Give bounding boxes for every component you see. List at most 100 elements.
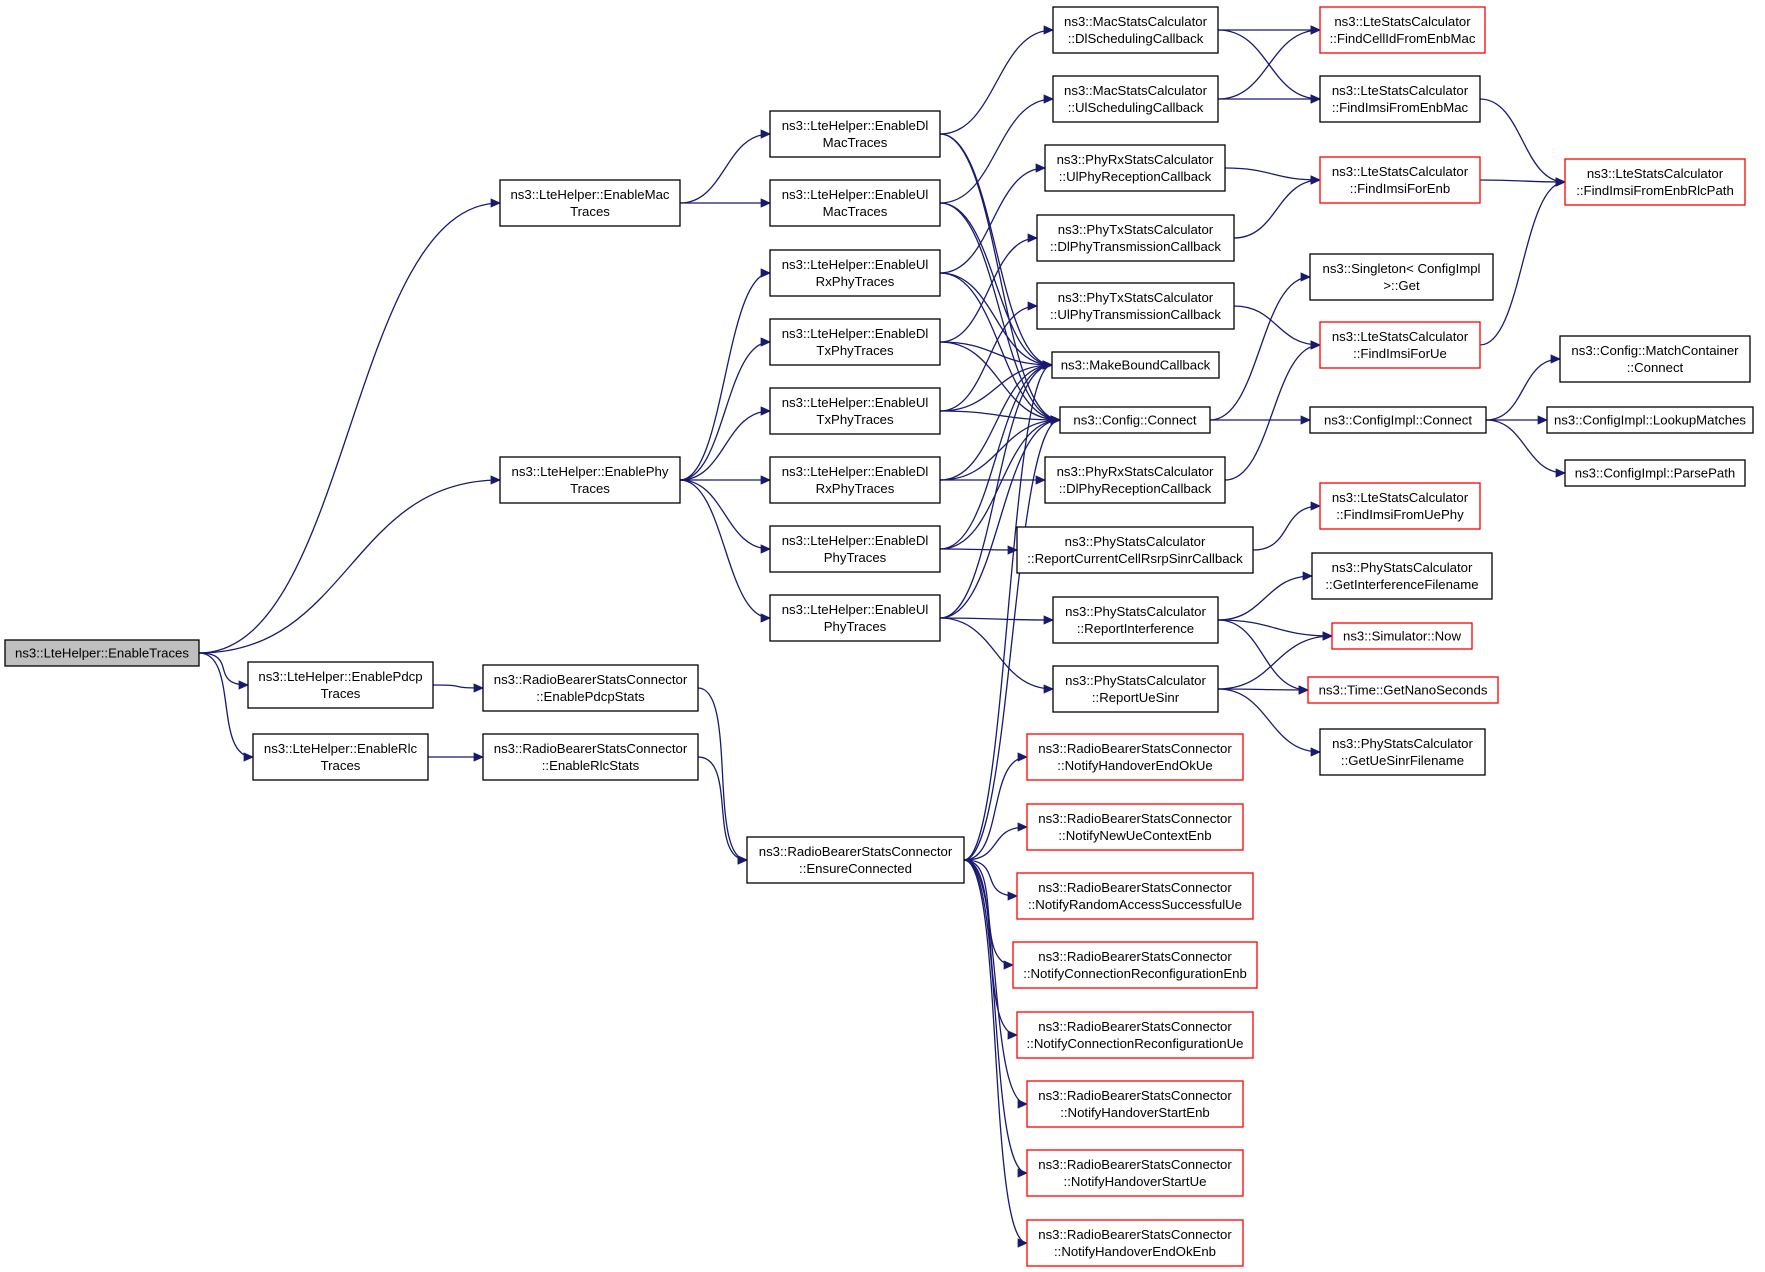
- node-mac-dl-sched-cb[interactable]: ns3::MacStatsCalculator::DlSchedulingCal…: [1052, 6, 1219, 54]
- node-config-match-container-connect[interactable]: ns3::Config::MatchContainer::Connect: [1559, 335, 1751, 383]
- node-label-line: ::EnableRlcStats: [542, 758, 640, 773]
- node-phystats-get-interference-filename[interactable]: ns3::PhyStatsCalculator::GetInterference…: [1311, 552, 1493, 600]
- node-label-line: TxPhyTraces: [816, 343, 894, 358]
- node-label-line: ns3::Singleton< ConfigImpl: [1323, 261, 1481, 276]
- node-phystats-report-interference[interactable]: ns3::PhyStatsCalculator::ReportInterfere…: [1052, 596, 1219, 644]
- node-label-line: ::FindImsiFromEnbMac: [1332, 100, 1469, 115]
- node-time-get-nanoseconds[interactable]: ns3::Time::GetNanoSeconds: [1307, 676, 1499, 704]
- node-box: [482, 733, 699, 781]
- node-simulator-now[interactable]: ns3::Simulator::Now: [1331, 622, 1473, 650]
- edge-phyrx_ul_reception_cb-to-lte_find_imsi_for_enb: [1224, 167, 1322, 185]
- node-notify-handover-start-enb[interactable]: ns3::RadioBearerStatsConnector::NotifyHa…: [1026, 1080, 1244, 1128]
- node-box: [1564, 459, 1746, 487]
- node-box: [1319, 6, 1486, 54]
- node-lte-find-imsi-for-enb[interactable]: ns3::LteStatsCalculator::FindImsiForEnb: [1319, 156, 1481, 204]
- node-make-bound-callback[interactable]: ns3::MakeBoundCallback: [1051, 351, 1220, 379]
- node-lte-find-cellid-from-enb-mac[interactable]: ns3::LteStatsCalculator::FindCellIdFromE…: [1319, 6, 1486, 54]
- edge-enable_dl_mac_traces-to-config_connect: [939, 133, 1062, 425]
- edge-enable_pdcp_stats-to-ensure_connected: [697, 687, 749, 865]
- node-box: [1319, 321, 1481, 369]
- node-box: [1052, 6, 1219, 54]
- node-box: [769, 110, 941, 158]
- node-enable-traces[interactable]: ns3::LteHelper::EnableTraces: [4, 639, 200, 667]
- node-label-line: ns3::Config::MatchContainer: [1571, 343, 1739, 358]
- edge-enable_dl_tx_phy_traces-to-phytx_dl_transmission_cb: [939, 233, 1039, 343]
- node-notify-handover-end-ok-ue[interactable]: ns3::RadioBearerStatsConnector::NotifyHa…: [1026, 733, 1244, 781]
- node-ensure-connected[interactable]: ns3::RadioBearerStatsConnector::EnsureCo…: [746, 836, 965, 884]
- node-phytx-ul-transmission-cb[interactable]: ns3::PhyTxStatsCalculator::UlPhyTransmis…: [1036, 282, 1235, 330]
- node-phyrx-ul-reception-cb[interactable]: ns3::PhyRxStatsCalculator::UlPhyReceptio…: [1044, 144, 1226, 192]
- node-label-line: ns3::LteHelper::EnablePhy: [512, 464, 669, 479]
- node-label-line: ns3::LteHelper::EnableDl: [782, 326, 929, 341]
- node-label-line: ::ReportUeSinr: [1092, 690, 1180, 705]
- node-notify-handover-start-ue[interactable]: ns3::RadioBearerStatsConnector::NotifyHa…: [1026, 1149, 1244, 1197]
- node-lte-find-imsi-for-ue[interactable]: ns3::LteStatsCalculator::FindImsiForUe: [1319, 321, 1481, 369]
- node-notify-random-access-successful-ue[interactable]: ns3::RadioBearerStatsConnector::NotifyRa…: [1016, 872, 1254, 920]
- node-phystats-get-ue-sinr-filename[interactable]: ns3::PhyStatsCalculator::GetUeSinrFilena…: [1319, 728, 1486, 776]
- node-label-line: ns3::ConfigImpl::ParsePath: [1575, 466, 1736, 481]
- node-phyrx-dl-reception-cb[interactable]: ns3::PhyRxStatsCalculator::DlPhyReceptio…: [1044, 456, 1226, 504]
- edge-enable_ul_tx_phy_traces-to-phytx_ul_transmission_cb: [939, 301, 1039, 412]
- node-enable-pdcp-stats[interactable]: ns3::RadioBearerStatsConnector::EnablePd…: [482, 664, 699, 712]
- edge-enable_mac_traces-to-enable_dl_mac_traces: [679, 129, 772, 204]
- node-phytx-dl-transmission-cb[interactable]: ns3::PhyTxStatsCalculator::DlPhyTransmis…: [1036, 214, 1235, 262]
- node-label-line: ns3::RadioBearerStatsConnector: [759, 844, 953, 859]
- node-phystats-report-ue-sinr[interactable]: ns3::PhyStatsCalculator::ReportUeSinr: [1052, 665, 1219, 713]
- node-label-line: ::NotifyHandoverStartEnb: [1060, 1105, 1210, 1120]
- node-label-line: MacTraces: [823, 135, 888, 150]
- node-label-line: ns3::RadioBearerStatsConnector: [1038, 1157, 1232, 1172]
- node-notify-new-ue-context-enb[interactable]: ns3::RadioBearerStatsConnector::NotifyNe…: [1026, 803, 1244, 851]
- edge-enable_ul_mac_traces-to-mac_ul_sched_cb: [939, 94, 1055, 204]
- edge-phystats_report_interference-to-simulator_now: [1217, 619, 1334, 641]
- node-notify-handover-end-ok-enb[interactable]: ns3::RadioBearerStatsConnector::NotifyHa…: [1026, 1219, 1244, 1267]
- node-singleton-get[interactable]: ns3::Singleton< ConfigImpl >::Get: [1309, 253, 1494, 301]
- edge-ensure_connected-to-notify_random_access_successful_ue: [963, 859, 1019, 901]
- node-configimpl-lookup-matches[interactable]: ns3::ConfigImpl::LookupMatches: [1546, 406, 1754, 434]
- node-lte-find-imsi-from-ue-phy[interactable]: ns3::LteStatsCalculator::FindImsiFromUeP…: [1319, 482, 1481, 530]
- node-label-line: ::GetUeSinrFilename: [1341, 753, 1464, 768]
- edge-configimpl_connect-to-configimpl_parse_path: [1485, 419, 1567, 478]
- node-mac-ul-sched-cb[interactable]: ns3::MacStatsCalculator::UlSchedulingCal…: [1052, 75, 1219, 123]
- node-label-line: ns3::LteHelper::EnableDl: [782, 464, 929, 479]
- node-label-line: ::NotifyNewUeContextEnb: [1058, 828, 1211, 843]
- node-config-connect[interactable]: ns3::Config::Connect: [1059, 406, 1211, 434]
- node-notify-conn-reconfig-enb[interactable]: ns3::RadioBearerStatsConnector::NotifyCo…: [1012, 941, 1258, 989]
- node-lte-find-imsi-from-enb-mac[interactable]: ns3::LteStatsCalculator::FindImsiFromEnb…: [1319, 75, 1481, 123]
- node-phystats-report-rsrp-sinr[interactable]: ns3::PhyStatsCalculator::ReportCurrentCe…: [1016, 526, 1254, 574]
- node-lte-find-imsi-from-enb-rlc-path[interactable]: ns3::LteStatsCalculator::FindImsiFromEnb…: [1564, 158, 1746, 206]
- node-configimpl-connect[interactable]: ns3::ConfigImpl::Connect: [1309, 406, 1487, 434]
- node-label-line: ::ReportInterference: [1077, 621, 1194, 636]
- edge-enable_phy_traces-to-enable_dl_tx_phy_traces: [679, 337, 772, 481]
- edge-ensure_connected-to-notify_handover_start_ue: [963, 859, 1029, 1178]
- node-box: [769, 525, 941, 573]
- node-configimpl-parse-path[interactable]: ns3::ConfigImpl::ParsePath: [1564, 459, 1746, 487]
- node-label-line: ns3::PhyTxStatsCalculator: [1058, 290, 1214, 305]
- node-label-line: Traces: [321, 758, 361, 773]
- node-box: [1052, 596, 1219, 644]
- node-label-line: ns3::LteHelper::EnableRlc: [264, 741, 418, 756]
- edge-phystats_report_rsrp_sinr-to-lte_find_imsi_from_ue_phy: [1252, 501, 1322, 551]
- edge-enable_dl_phy_traces-to-make_bound_callback: [939, 360, 1054, 550]
- node-label-line: ns3::LteHelper::EnableDl: [782, 533, 929, 548]
- node-label-line: ns3::Config::Connect: [1073, 413, 1196, 428]
- node-enable-rlc-stats[interactable]: ns3::RadioBearerStatsConnector::EnableRl…: [482, 733, 699, 781]
- edge-ensure_connected-to-notify_handover_end_ok_enb: [963, 859, 1029, 1248]
- edge-ensure_connected-to-notify_conn_reconfig_ue: [963, 859, 1019, 1040]
- node-box: [1016, 1011, 1254, 1059]
- edge-enable_ul_phy_traces-to-phystats_report_interference: [939, 615, 1055, 625]
- node-label-line: ns3::RadioBearerStatsConnector: [494, 672, 688, 687]
- node-notify-conn-reconfig-ue[interactable]: ns3::RadioBearerStatsConnector::NotifyCo…: [1016, 1011, 1254, 1059]
- edge-enable_dl_rx_phy_traces-to-config_connect: [939, 415, 1062, 481]
